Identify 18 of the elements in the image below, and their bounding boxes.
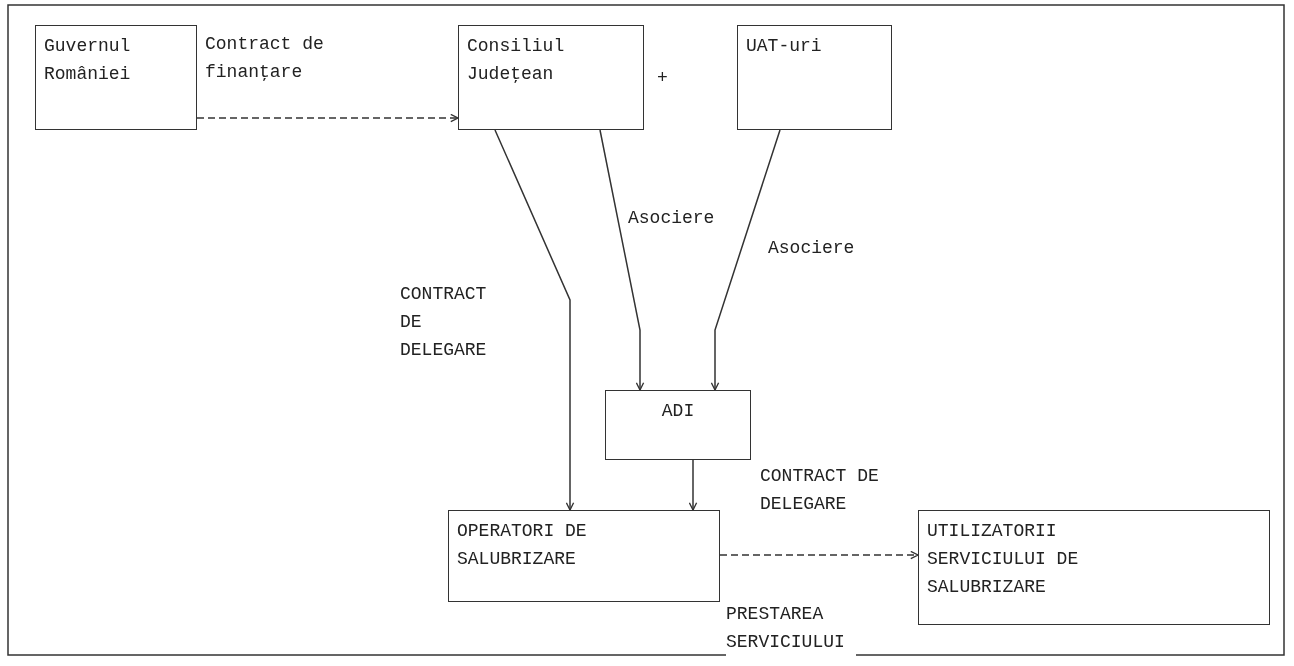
entity-box xyxy=(918,510,1270,625)
entity-box xyxy=(35,25,197,130)
entity-name: UTILIZATORII SERVICIULUI DE SALUBRIZARE xyxy=(927,520,1080,599)
entity-name: Guvernul României xyxy=(44,35,132,86)
entity-box xyxy=(458,25,644,130)
connector-arrow xyxy=(688,459,698,511)
connector-arrow xyxy=(710,129,781,391)
entity-name: OPERATORI DE SALUBRIZARE xyxy=(457,520,588,571)
entity-name: Consiliul Judeţean xyxy=(467,35,566,86)
entity-box xyxy=(737,25,892,130)
connector-arrow xyxy=(599,129,645,391)
connector-arrow xyxy=(196,113,459,123)
connector-arrow xyxy=(719,550,919,560)
entity-box xyxy=(448,510,720,602)
entity-name: ADI xyxy=(660,400,696,423)
connector-arrow xyxy=(494,129,575,511)
entity-name: UAT-uri xyxy=(746,35,823,58)
entity-box xyxy=(605,390,751,460)
